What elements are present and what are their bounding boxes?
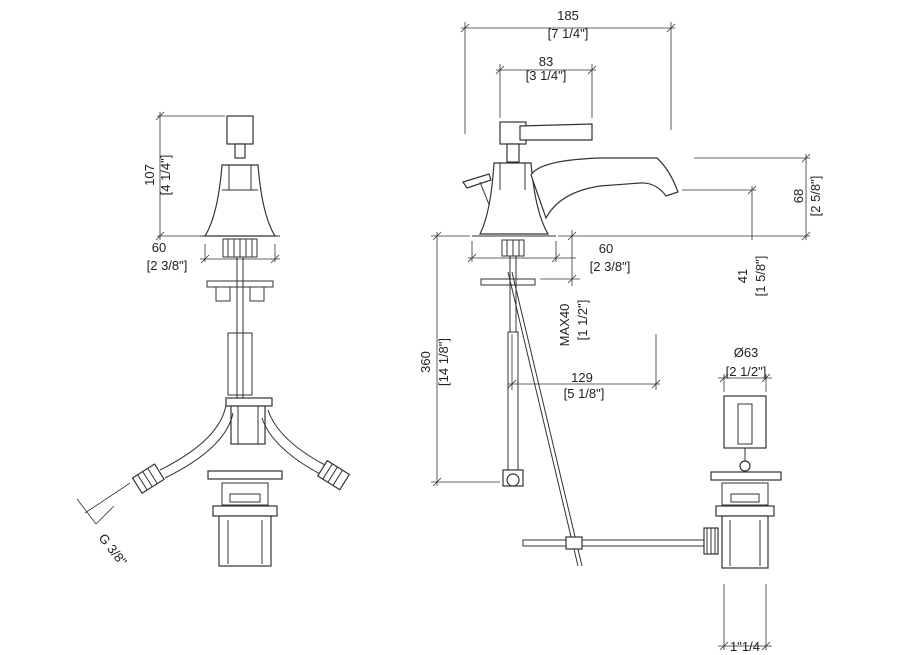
left-view-dimensions (76, 111, 280, 525)
front-view-faucet (462, 121, 719, 567)
max-label-in: [1 1/2"] (575, 300, 590, 341)
rod-length-mm: 129 (571, 370, 593, 385)
handle-width-mm: 83 (539, 54, 553, 69)
left-width-in: [2 3/8"] (147, 258, 188, 273)
front-view-dimensions (431, 22, 811, 487)
drain-diameter-mm: Ø63 (734, 345, 759, 360)
spout-clear-mm: 41 (735, 269, 750, 283)
left-height-mm: 107 (142, 164, 157, 186)
top-width-in: [7 1/4"] (548, 26, 589, 41)
handle-width-in: [3 1/4"] (526, 68, 567, 83)
left-height-in: [4 1/4"] (158, 155, 173, 196)
total-height-mm: 360 (418, 351, 433, 373)
spout-height-in: [2 5/8"] (808, 176, 823, 217)
spout-height-mm: 68 (791, 189, 806, 203)
drain-thread-label: 1"1/4 (730, 639, 760, 654)
max-label: MAX40 (557, 304, 572, 347)
base-width-in: [2 3/8"] (590, 259, 631, 274)
base-width-mm: 60 (599, 241, 613, 256)
top-width-mm: 185 (557, 8, 579, 23)
rod-length-in: [5 1/8"] (564, 386, 605, 401)
spout-clear-in: [1 5/8"] (753, 256, 768, 297)
drain-detail (710, 395, 782, 569)
total-height-in: [14 1/8"] (436, 338, 451, 386)
thread-left-label: G 3/8" (96, 531, 130, 569)
drain-diameter-in: [2 1/2"] (726, 364, 767, 379)
drain-dimensions (718, 373, 772, 651)
left-view-faucet (131, 115, 351, 567)
left-width-mm: 60 (152, 240, 166, 255)
